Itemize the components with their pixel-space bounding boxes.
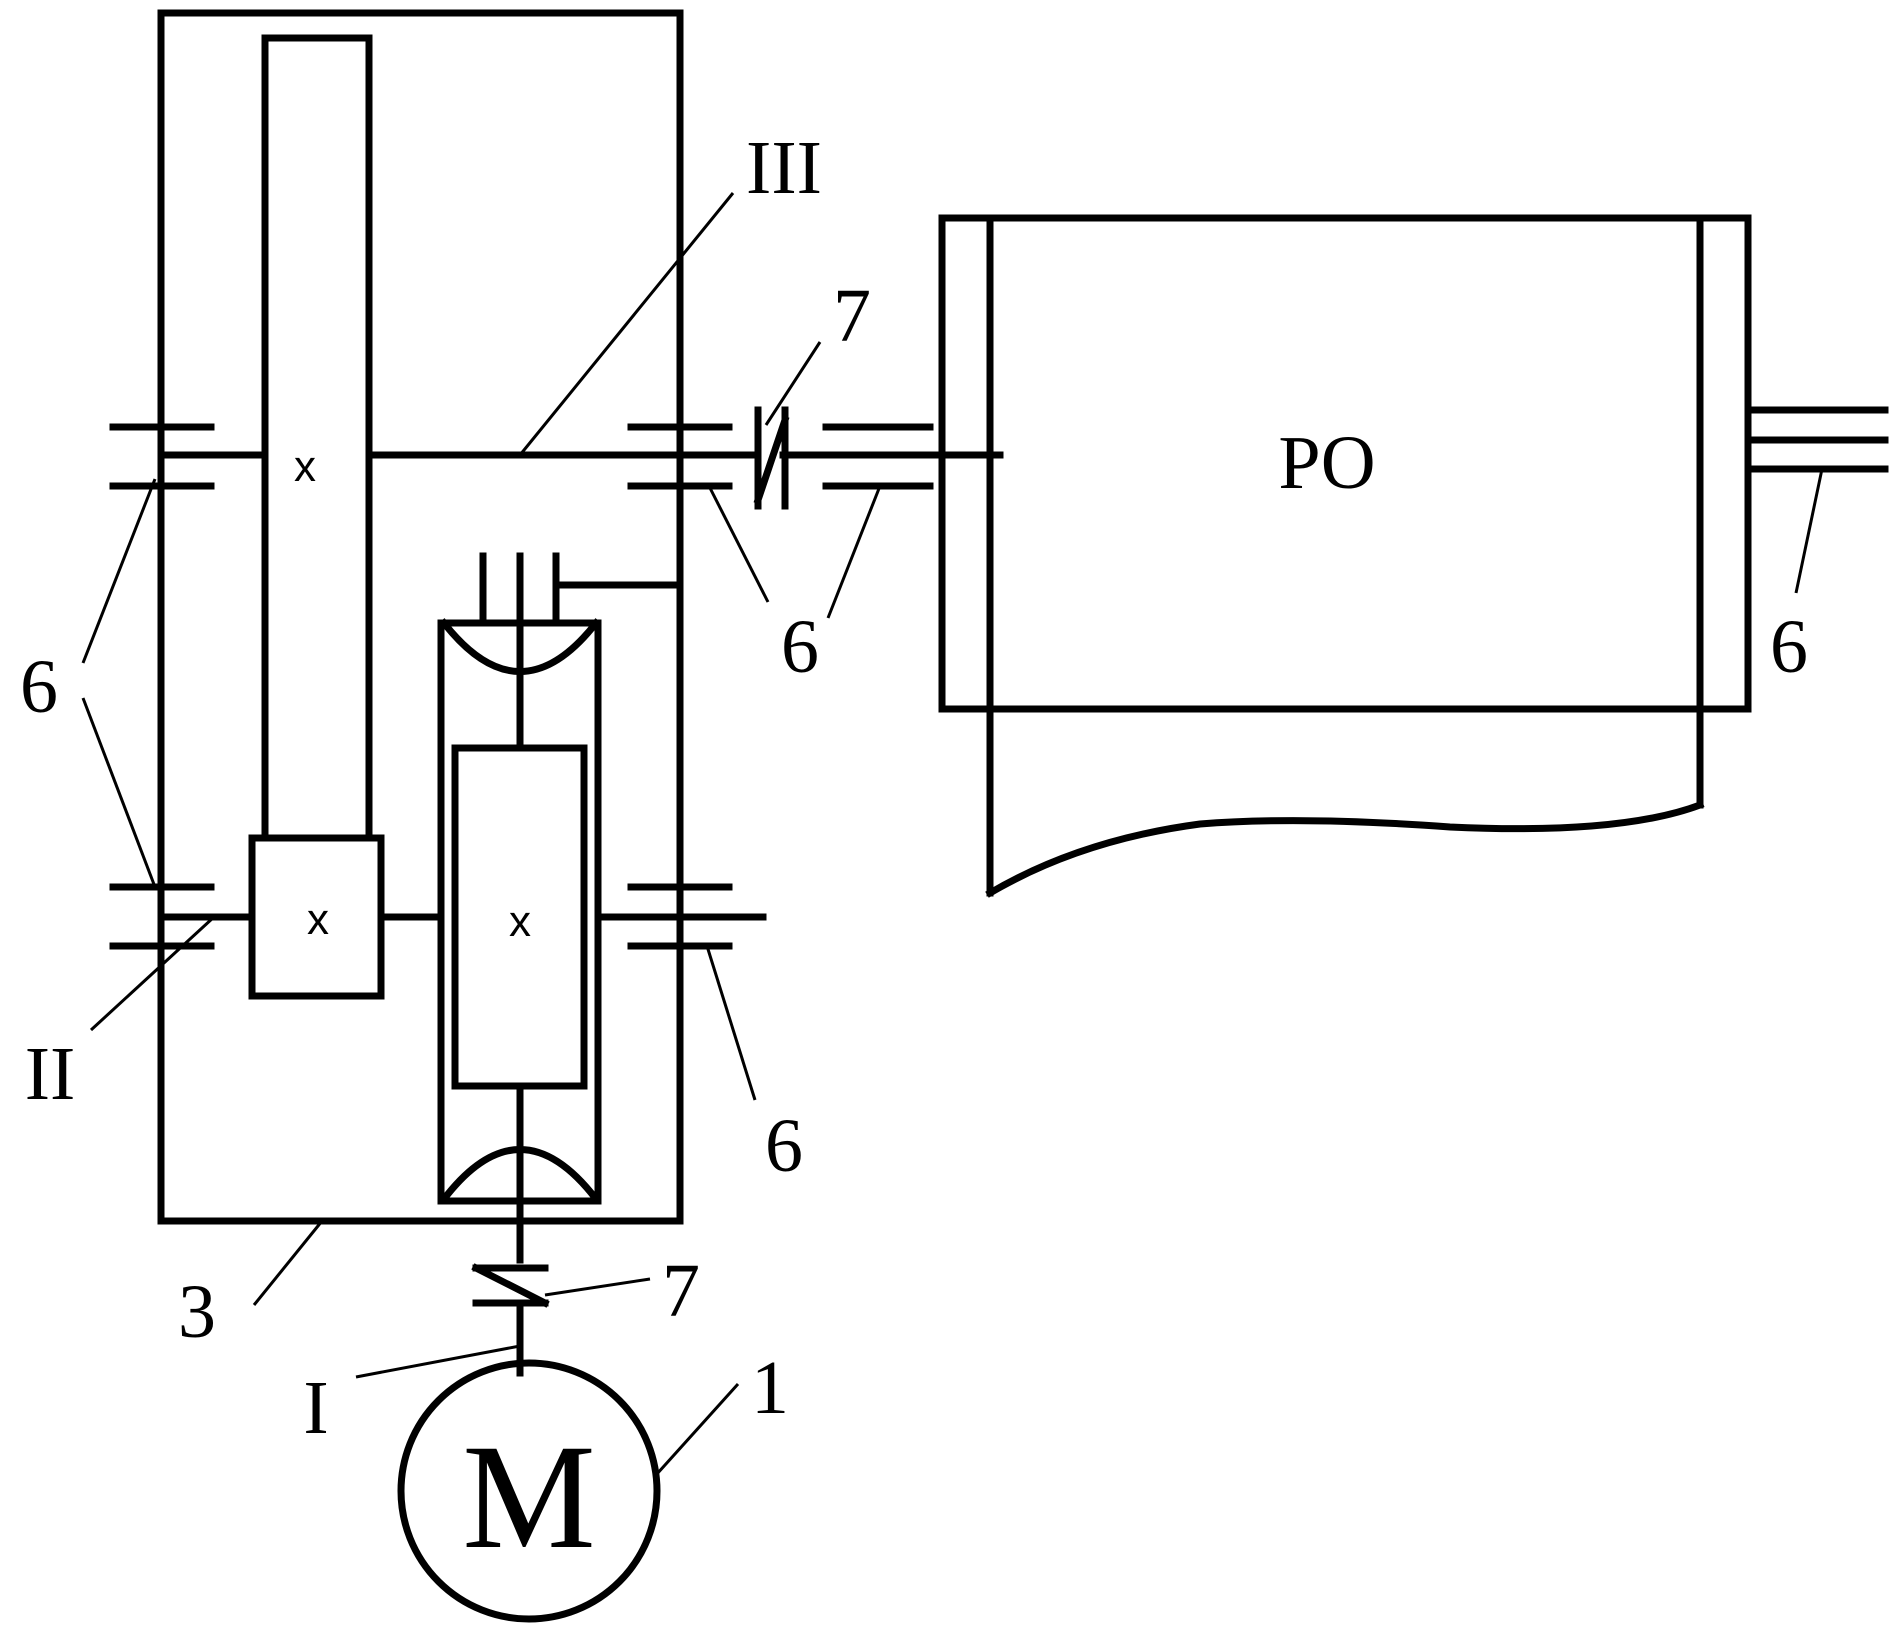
label-7-motor: 7 xyxy=(662,1249,700,1333)
leader-3 xyxy=(252,1220,324,1306)
working-body-label: PO xyxy=(1278,421,1375,505)
label-1: 1 xyxy=(751,1346,789,1430)
bearing-output-shaft xyxy=(822,423,934,490)
gear-mark-large: x xyxy=(294,442,316,491)
bearing-drum-right xyxy=(1750,406,1889,473)
coupling-motor xyxy=(471,1263,550,1308)
label-ii: II xyxy=(25,1032,76,1116)
label-i: I xyxy=(303,1366,328,1450)
label-3: 3 xyxy=(178,1270,216,1354)
leader-6-drum xyxy=(1794,468,1824,594)
gear-mark-small: x xyxy=(307,895,329,944)
drum-break-line xyxy=(985,800,1705,898)
leader-6-right-upper xyxy=(707,485,770,603)
coupling-output xyxy=(753,406,790,510)
motor-label: M xyxy=(462,1414,595,1580)
label-6-right-lower: 6 xyxy=(765,1104,803,1188)
large-gear-shaft-iii xyxy=(261,34,373,842)
leader-6-left-lower xyxy=(81,697,157,888)
leader-6-right-lower xyxy=(705,945,757,1101)
bearing-right-upper xyxy=(627,423,733,490)
bearing-right-lower xyxy=(627,883,733,950)
leader-7-motor xyxy=(544,1277,651,1297)
bearing-left-lower xyxy=(109,883,215,950)
gearbox-housing xyxy=(157,9,684,1225)
label-6-right-upper: 6 xyxy=(781,605,819,689)
leader-i xyxy=(355,1344,521,1379)
leader-6-left-upper xyxy=(81,478,157,664)
leader-7-output xyxy=(764,341,822,426)
leader-1 xyxy=(654,1382,740,1477)
leader-iii xyxy=(518,192,735,456)
label-7-output: 7 xyxy=(833,274,871,358)
label-6-left: 6 xyxy=(20,645,58,729)
label-iii: III xyxy=(746,126,822,210)
electric-motor xyxy=(397,1359,661,1623)
bearing-left-upper xyxy=(109,423,215,490)
gear-mark-worm: x xyxy=(509,897,531,946)
leader-6-output xyxy=(826,485,882,619)
label-6-drum: 6 xyxy=(1770,605,1808,689)
leader-ii xyxy=(89,915,216,1032)
